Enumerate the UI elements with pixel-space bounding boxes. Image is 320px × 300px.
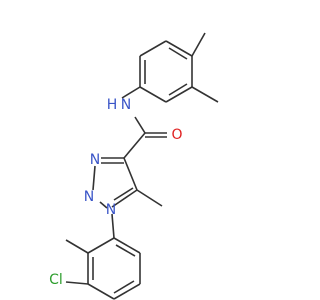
atom-label-nh-h: H: [107, 97, 118, 113]
bond: [111, 189, 138, 208]
atom-label-triazole-n2: N: [84, 189, 94, 205]
bond: [92, 165, 96, 191]
bond: [113, 237, 141, 254]
bond-lines: [65, 32, 219, 300]
bond: [121, 86, 141, 99]
atom-label-triazole-n3: N: [90, 152, 100, 168]
bond: [65, 239, 89, 254]
bond: [113, 187, 134, 201]
bond: [111, 213, 115, 239]
bond: [123, 157, 138, 191]
bond: [123, 132, 146, 159]
bond: [165, 40, 193, 57]
bond: [65, 281, 89, 285]
bond: [136, 189, 163, 207]
molecule-structure: N H O N N N Cl: [49, 32, 219, 300]
bond: [191, 86, 219, 103]
bond: [113, 283, 141, 300]
bond: [113, 280, 135, 294]
atom-label-nh-n: N: [121, 97, 131, 113]
atom-label-triazole-n1: N: [106, 202, 116, 218]
atom-label-cl: Cl: [49, 272, 63, 288]
bond: [87, 237, 115, 254]
bond: [139, 40, 167, 57]
bond: [168, 47, 188, 60]
atom-label-o: O: [171, 127, 182, 143]
bond: [191, 32, 206, 57]
molecule-canvas: N H O N N N Cl: [49, 32, 219, 300]
bond: [134, 116, 146, 134]
bond: [99, 201, 108, 209]
bond: [168, 83, 188, 96]
bond: [87, 283, 115, 300]
bond: [139, 86, 167, 103]
atom-labels: N H O N N N Cl: [49, 97, 182, 288]
bond: [165, 86, 193, 103]
bond: [115, 244, 136, 257]
